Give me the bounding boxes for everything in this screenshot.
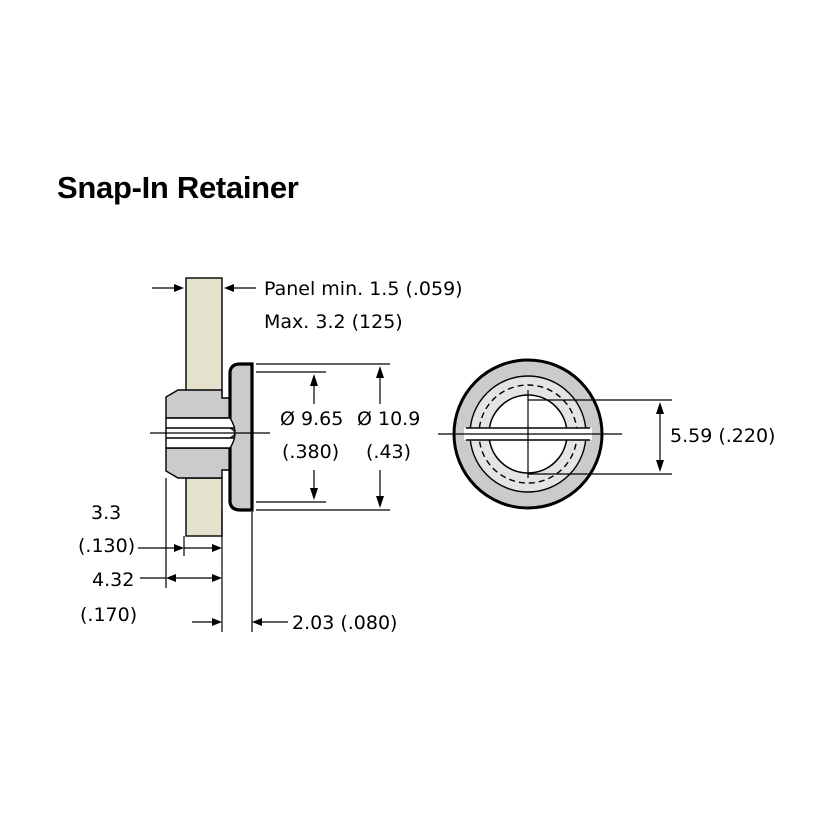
dim-3-3-left-arrow xyxy=(174,544,184,552)
dia-outer-label: Ø 10.9 xyxy=(357,408,420,430)
dim-4-32-inch-label: (.170) xyxy=(80,604,137,626)
dim-4-32-right-arrow xyxy=(212,574,222,582)
dim-3-3-label: 3.3 xyxy=(91,502,121,524)
dim-4-32-label: 4.32 xyxy=(92,569,134,591)
dim-3-3-right-arrow xyxy=(212,544,222,552)
dim-2-03-right-arrow xyxy=(252,618,262,626)
panel-upper xyxy=(185,277,223,397)
panel-dim-left-arrow xyxy=(174,284,184,292)
panel-lower xyxy=(185,477,223,537)
dia-outer-inch-label: (.43) xyxy=(366,441,411,463)
front-view: 5.59 (.220) xyxy=(438,358,775,510)
dim-4-32-left-arrow xyxy=(166,574,176,582)
dia-inner-up-arrow xyxy=(310,374,318,386)
panel-max-label: Max. 3.2 (125) xyxy=(264,311,403,333)
retainer-body-lower xyxy=(165,447,231,479)
dia-inner-down-arrow xyxy=(310,488,318,500)
dim-3-3-inch-label: (.130) xyxy=(78,535,135,557)
side-view: Panel min. 1.5 (.059) Max. 3.2 (125) Ø 9… xyxy=(78,277,463,634)
dia-inner-inch-label: (.380) xyxy=(282,441,339,463)
dia-outer-down-arrow xyxy=(376,496,384,508)
page-title: Snap-In Retainer xyxy=(57,170,299,205)
panel-min-label: Panel min. 1.5 (.059) xyxy=(264,278,463,300)
dim-559-up-arrow xyxy=(656,402,664,414)
retainer-flange xyxy=(228,362,254,512)
panel-dim-right-arrow xyxy=(224,284,234,292)
dim-559-label: 5.59 (.220) xyxy=(670,425,775,447)
dia-outer-up-arrow xyxy=(376,366,384,378)
retainer-body-upper xyxy=(165,389,231,419)
dim-2-03-label: 2.03 (.080) xyxy=(292,612,397,634)
dim-559-down-arrow xyxy=(656,460,664,472)
dia-inner-label: Ø 9.65 xyxy=(280,408,343,430)
dim-2-03-left-arrow xyxy=(212,618,222,626)
